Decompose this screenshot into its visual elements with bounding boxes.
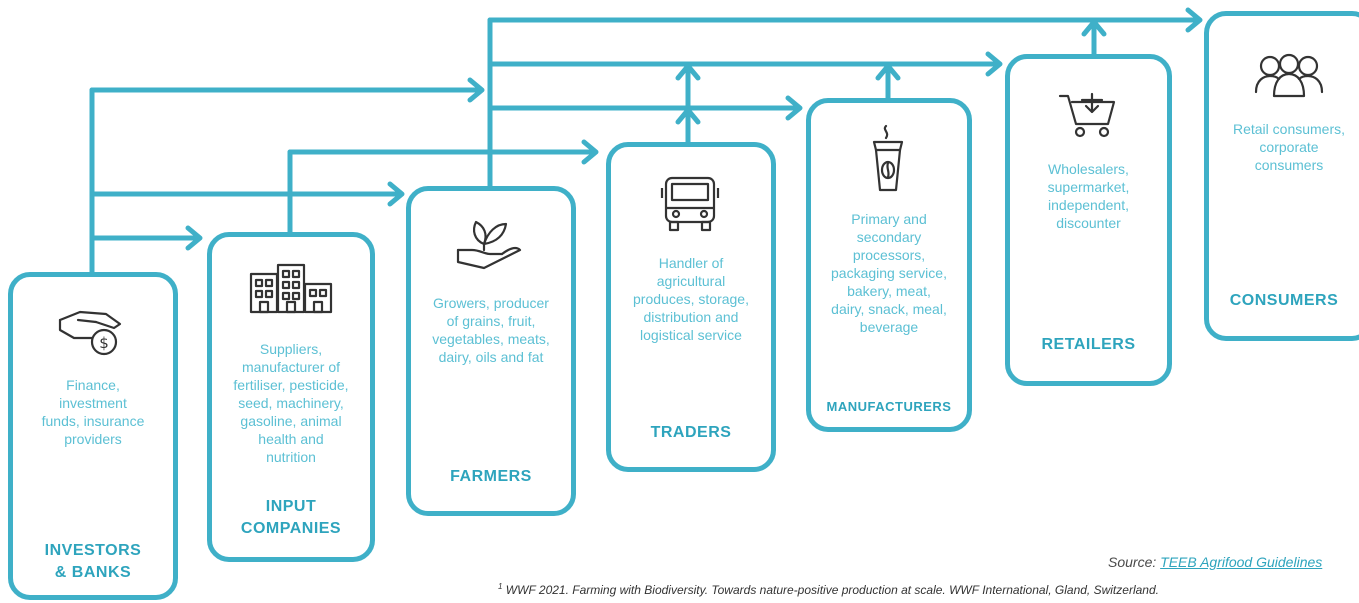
stage-farmers-box <box>406 186 576 516</box>
desc-line: Suppliers, <box>259 341 323 357</box>
desc-line: Growers, producer <box>433 295 549 311</box>
coffee-cup-icon <box>872 124 904 192</box>
title-line: CONSUMERS <box>1229 292 1339 309</box>
title-line: INVESTORS <box>44 542 142 559</box>
desc-line: seed, machinery, <box>238 395 344 411</box>
desc-line: secondary <box>856 229 922 245</box>
title-line: FARMERS <box>450 468 532 485</box>
source-link[interactable]: TEEB Agrifood Guidelines <box>1160 554 1323 570</box>
desc-line: of grains, fruit, <box>446 313 536 329</box>
desc-line: Finance, <box>66 377 120 393</box>
desc-line: manufacturer of <box>241 359 341 375</box>
desc-line: independent, <box>1048 197 1129 213</box>
desc-line: fertiliser, pesticide, <box>233 377 349 393</box>
stage-input-companies-title: INPUT COMPANIES <box>212 496 370 540</box>
desc-line: dairy, oils and fat <box>438 349 544 365</box>
desc-line: Wholesalers, <box>1048 161 1129 177</box>
title-line: & BANKS <box>54 564 132 581</box>
stage-input-companies-box <box>207 232 375 562</box>
desc-line: discounter <box>1056 215 1121 231</box>
stage-traders-box <box>606 142 776 472</box>
shopping-cart-icon <box>1058 92 1116 138</box>
desc-line: distribution and <box>643 309 739 325</box>
desc-line: Handler of <box>658 255 724 271</box>
desc-line: dairy, snack, meal, <box>831 301 947 317</box>
people-icon <box>1254 53 1324 98</box>
footnote-text: WWF 2021. Farming with Biodiversity. Tow… <box>505 583 1159 597</box>
desc-line: beverage <box>859 319 919 335</box>
stage-retailers-title: RETAILERS <box>1010 334 1167 356</box>
stage-investors-description: Finance, investment funds, insurance pro… <box>13 376 173 448</box>
desc-line: agricultural <box>656 273 726 289</box>
desc-line: investment <box>59 395 127 411</box>
desc-line: corporate <box>1259 139 1319 155</box>
desc-line: packaging service, <box>831 265 947 281</box>
stage-manufacturers-title: MANUFACTURERS <box>811 396 967 418</box>
buildings-icon <box>249 263 333 314</box>
stage-retailers-description: Wholesalers, supermarket, independent, d… <box>1010 160 1167 232</box>
stage-consumers-title: CONSUMERS <box>1209 290 1359 312</box>
title-line: MANUFACTURERS <box>826 399 952 414</box>
source-prefix: Source: <box>1108 554 1157 570</box>
stage-consumers-description: Retail consumers, corporate consumers <box>1209 120 1359 174</box>
desc-line: logistical service <box>640 327 742 343</box>
title-line: RETAILERS <box>1041 336 1136 353</box>
footnote-marker: 1 <box>498 582 503 591</box>
stage-traders-title: TRADERS <box>611 422 771 444</box>
stage-investors-title: INVESTORS & BANKS <box>13 540 173 584</box>
desc-line: consumers <box>1254 157 1324 173</box>
desc-line: vegetables, meats, <box>432 331 550 347</box>
footnote: 1 WWF 2021. Farming with Biodiversity. T… <box>498 582 1159 597</box>
stage-input-companies-description: Suppliers, manufacturer of fertiliser, p… <box>212 340 370 466</box>
hand-plant-icon <box>456 220 522 270</box>
stage-consumers-box <box>1204 11 1359 341</box>
desc-line: supermarket, <box>1047 179 1130 195</box>
svg-text:$: $ <box>99 334 109 352</box>
truck-icon <box>660 176 720 232</box>
desc-line: Retail consumers, <box>1232 121 1346 137</box>
desc-line: processors, <box>852 247 926 263</box>
desc-line: gasoline, animal <box>240 413 342 429</box>
desc-line: health and <box>258 431 324 447</box>
source-credit: Source: TEEB Agrifood Guidelines <box>1108 554 1322 570</box>
stage-farmers-title: FARMERS <box>411 466 571 488</box>
stage-traders-description: Handler of agricultural produces, storag… <box>611 254 771 344</box>
title-line: INPUT <box>265 498 317 515</box>
hand-coin-icon: $ <box>58 310 122 356</box>
stage-investors-box <box>8 272 178 600</box>
title-line: COMPANIES <box>240 520 342 537</box>
desc-line: funds, insurance <box>41 413 145 429</box>
desc-line: nutrition <box>266 449 316 465</box>
desc-line: providers <box>64 431 122 447</box>
desc-line: produces, storage, <box>633 291 749 307</box>
stage-manufacturers-description: Primary and secondary processors, packag… <box>811 210 967 336</box>
desc-line: Primary and <box>851 211 927 227</box>
title-line: TRADERS <box>650 424 732 441</box>
desc-line: bakery, meat, <box>847 283 931 299</box>
stage-farmers-description: Growers, producer of grains, fruit, vege… <box>411 294 571 366</box>
stage-manufacturers-box <box>806 98 972 432</box>
